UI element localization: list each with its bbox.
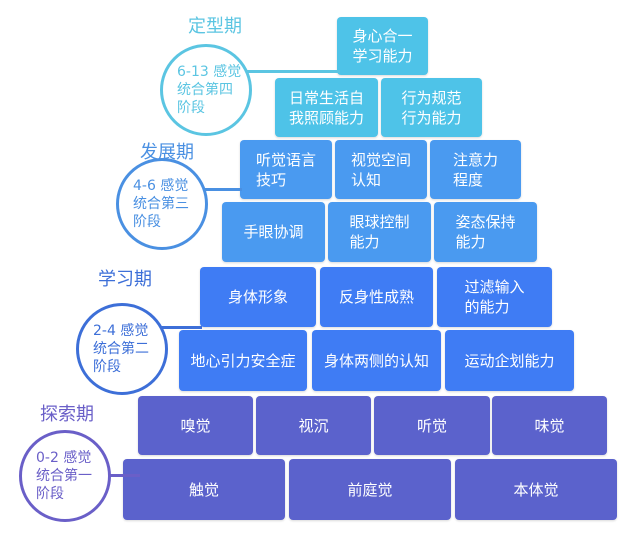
pyramid-block: 行为规范 行为能力 — [381, 78, 482, 137]
pyramid-block: 视觉空间 认知 — [335, 140, 427, 199]
stage-circle: 6-13 感觉 统合第四 阶段 — [160, 44, 252, 136]
pyramid-block: 嗅觉 — [138, 396, 253, 455]
pyramid-block: 身体形象 — [200, 267, 316, 327]
stage-description: 4-6 感觉 统合第三 阶段 — [133, 178, 189, 230]
pyramid-block: 过滤输入 的能力 — [437, 267, 552, 327]
pyramid-block: 地心引力安全症 — [179, 330, 307, 391]
pyramid-block: 身心合一 学习能力 — [337, 17, 428, 75]
stage-title: 定型期 — [188, 16, 242, 37]
connector-line — [100, 474, 140, 477]
pyramid-block: 手眼协调 — [222, 202, 325, 262]
connector-line — [240, 70, 340, 73]
stage-title: 学习期 — [98, 269, 152, 290]
pyramid-block: 视沉 — [256, 396, 371, 455]
stage-description: 0-2 感觉 统合第一 阶段 — [36, 450, 92, 502]
stage-circle: 2-4 感觉 统合第二 阶段 — [76, 303, 168, 395]
pyramid-block: 前庭觉 — [289, 459, 451, 520]
connector-line — [200, 188, 242, 191]
stage-circle: 4-6 感觉 统合第三 阶段 — [116, 158, 208, 250]
stage-circle: 0-2 感觉 统合第一 阶段 — [19, 430, 111, 522]
pyramid-block: 听觉语言 技巧 — [240, 140, 332, 199]
pyramid-block: 日常生活自 我照顾能力 — [275, 78, 378, 137]
stage-description: 2-4 感觉 统合第二 阶段 — [93, 323, 149, 375]
pyramid-block: 触觉 — [123, 459, 285, 520]
stage-title: 发展期 — [140, 142, 194, 163]
pyramid-block: 味觉 — [492, 396, 607, 455]
pyramid-block: 听觉 — [374, 396, 490, 455]
pyramid-block: 运动企划能力 — [445, 330, 574, 391]
pyramid-block: 本体觉 — [455, 459, 617, 520]
pyramid-block: 眼球控制 能力 — [328, 202, 431, 262]
pyramid-block: 身体两侧的认知 — [312, 330, 441, 391]
connector-line — [160, 326, 202, 329]
pyramid-block: 姿态保持 能力 — [434, 202, 537, 262]
pyramid-block: 注意力 程度 — [430, 140, 521, 199]
stage-description: 6-13 感觉 统合第四 阶段 — [177, 64, 242, 116]
stage-title: 探索期 — [40, 404, 94, 425]
pyramid-block: 反身性成熟 — [320, 267, 433, 327]
